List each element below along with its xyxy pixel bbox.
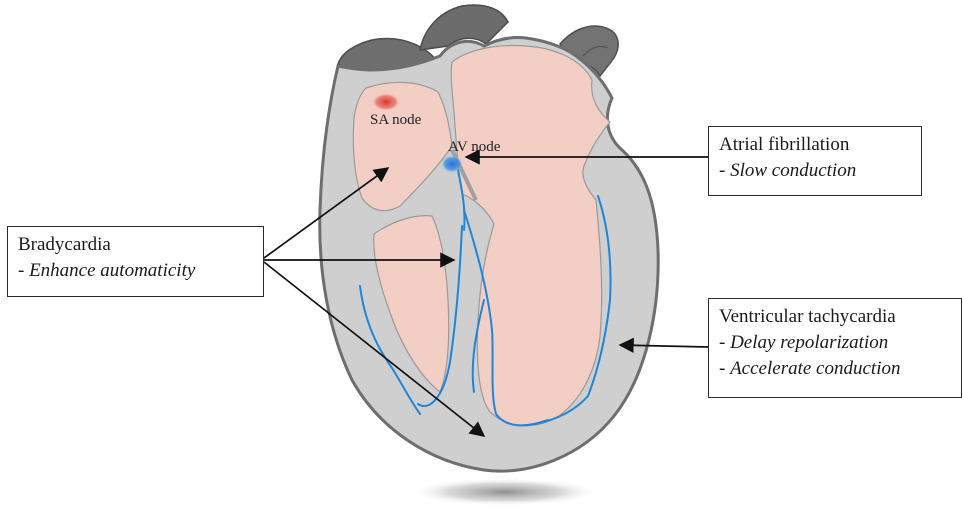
ground-shadow	[410, 478, 600, 506]
ventricular-tachycardia-callout: Ventricular tachycardia - Delay repolari…	[708, 298, 962, 398]
bradycardia-effect-1: - Enhance automaticity	[18, 258, 253, 284]
ventricular-tachycardia-effect-1: - Delay repolarization	[719, 330, 951, 356]
atrial-fibrillation-effect-1: - Slow conduction	[719, 158, 911, 184]
av-node-label: AV node	[448, 139, 501, 155]
ventricular-tachycardia-effect-2: - Accelerate conduction	[719, 356, 951, 382]
atrial-fibrillation-callout: Atrial fibrillation - Slow conduction	[708, 126, 922, 196]
sa-node-label: SA node	[370, 112, 422, 128]
ventricular-tachycardia-title: Ventricular tachycardia	[719, 304, 951, 330]
av-node-marker	[441, 155, 463, 173]
sa-node-marker	[372, 93, 400, 111]
bradycardia-title: Bradycardia	[18, 232, 253, 258]
bradycardia-callout: Bradycardia - Enhance automaticity	[7, 226, 264, 297]
atrial-fibrillation-title: Atrial fibrillation	[719, 132, 911, 158]
